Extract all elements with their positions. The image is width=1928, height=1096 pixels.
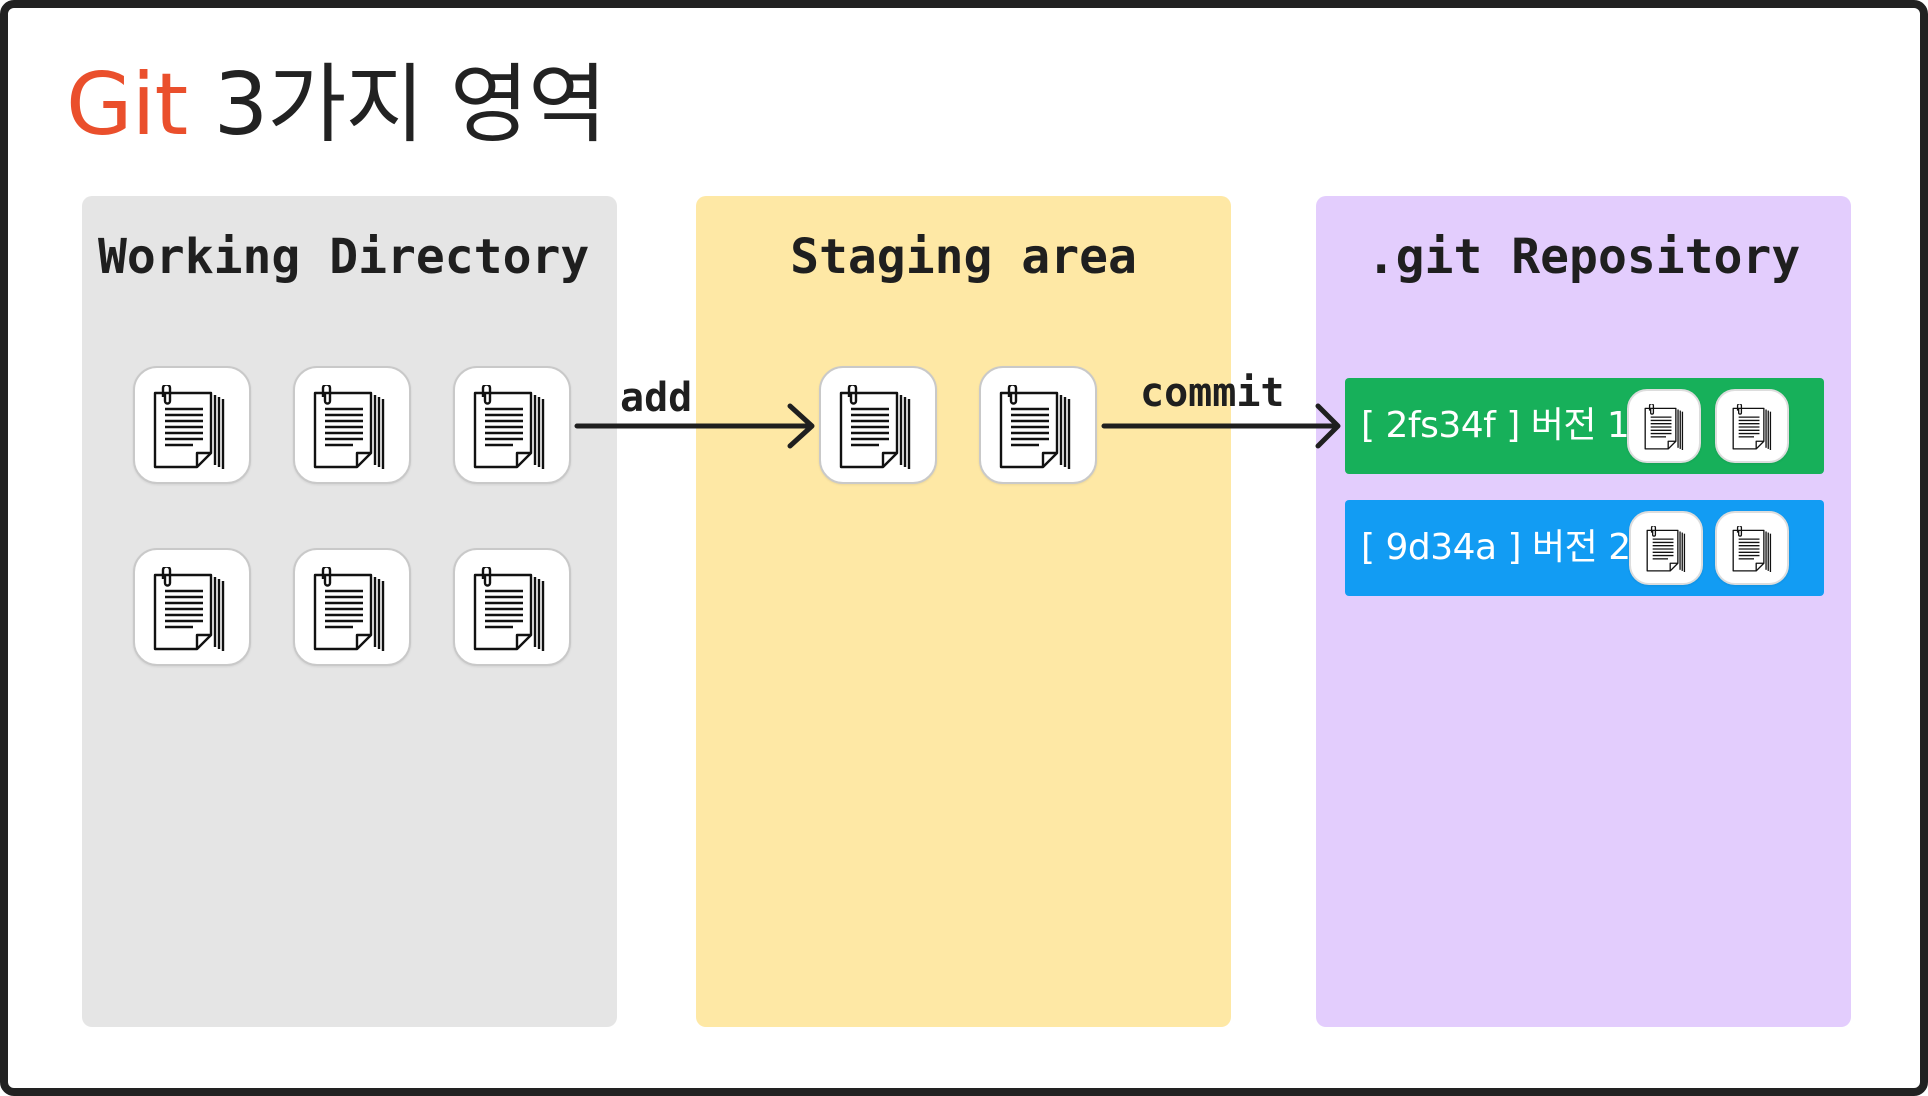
working-directory-label: Working Directory xyxy=(98,229,590,285)
commit-1-file-1-icon xyxy=(1627,389,1701,463)
working-file-5-icon xyxy=(293,548,411,666)
working-file-2-icon xyxy=(293,366,411,484)
commit-row-2: [ 9d34a ] 버전 2 xyxy=(1345,500,1824,596)
title-accent: Git xyxy=(66,55,188,155)
commit-1-label: [ 2fs34f ] 버전 1 xyxy=(1361,405,1630,446)
commit-row-1: [ 2fs34f ] 버전 1 xyxy=(1345,378,1824,474)
commit-1-file-2-icon xyxy=(1715,389,1789,463)
commit-2-file-1-icon xyxy=(1629,511,1703,585)
commit-arrow-icon xyxy=(1101,403,1341,449)
working-file-4-icon xyxy=(133,548,251,666)
commit-arrow-label: commit xyxy=(1140,370,1285,416)
staging-area-panel: Staging area xyxy=(696,196,1231,1027)
staged-file-2-icon xyxy=(979,366,1097,484)
commit-2-label: [ 9d34a ] 버전 2 xyxy=(1361,527,1631,568)
commit-2-file-2-icon xyxy=(1715,511,1789,585)
staging-area-label: Staging area xyxy=(790,229,1137,285)
git-repository-label: .git Repository xyxy=(1366,229,1801,285)
add-arrow-icon xyxy=(574,403,815,449)
title-rest: 3가지 영역 xyxy=(187,55,608,155)
working-file-6-icon xyxy=(453,548,571,666)
staged-file-1-icon xyxy=(819,366,937,484)
working-file-3-icon xyxy=(453,366,571,484)
git-repository-panel: .git Repository xyxy=(1316,196,1851,1027)
working-file-1-icon xyxy=(133,366,251,484)
add-arrow-label: add xyxy=(620,375,693,421)
page-title: Git 3가지 영역 xyxy=(66,50,608,160)
